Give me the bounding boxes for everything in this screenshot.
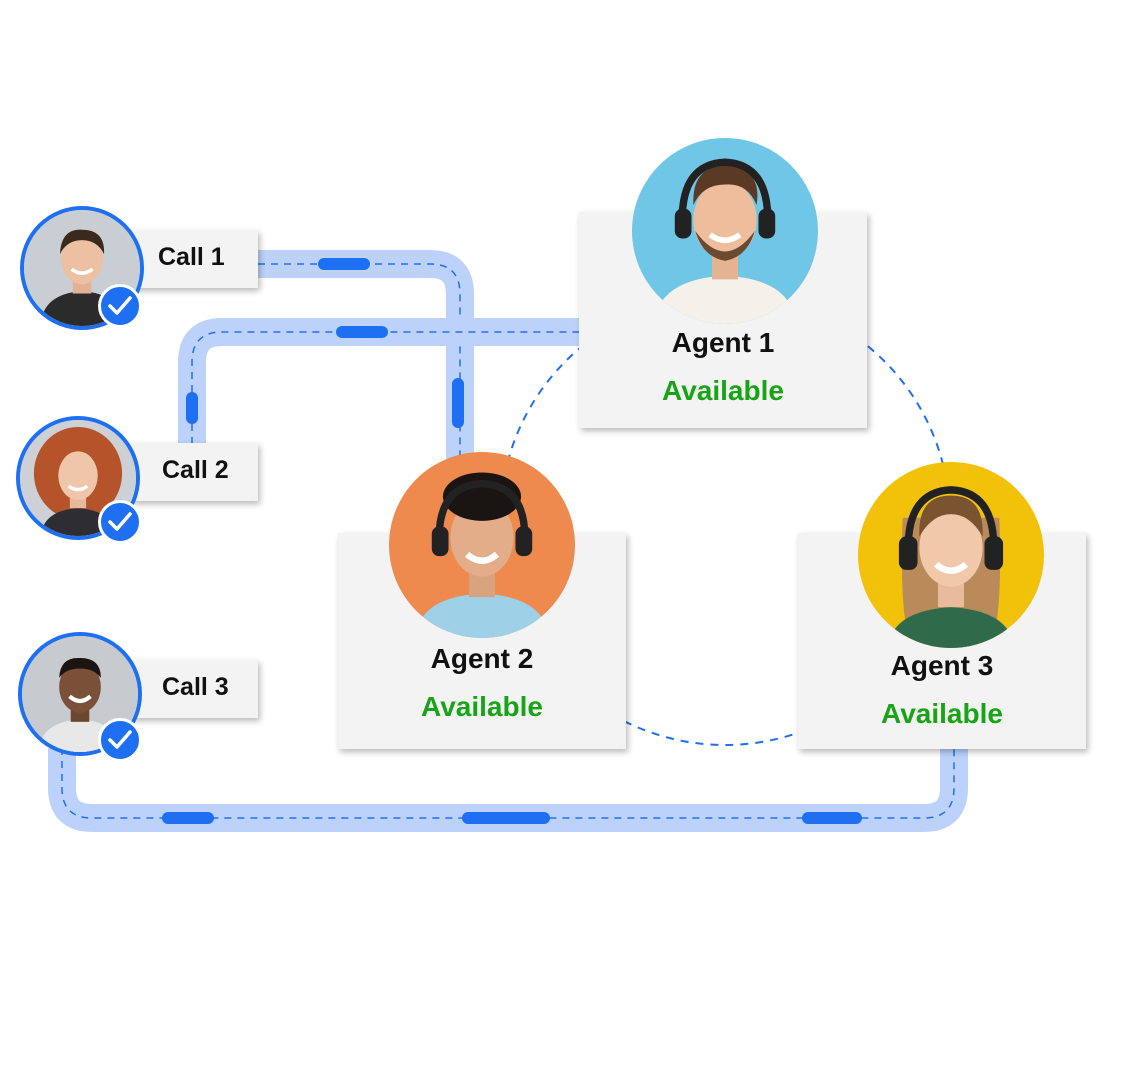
agent-avatar-2 <box>389 452 575 638</box>
agent-name: Agent 2 <box>430 643 534 674</box>
route-pulse <box>318 258 370 270</box>
call-label: Call 2 <box>162 456 229 484</box>
call-card: Call 1 <box>132 230 258 288</box>
route-call-3 <box>48 748 968 832</box>
check-icon <box>108 296 132 315</box>
check-badge <box>98 500 142 544</box>
call-label: Call 3 <box>162 673 229 701</box>
call-card: Call 3 <box>132 660 258 718</box>
check-badge <box>98 284 142 328</box>
check-badge <box>98 718 142 762</box>
agent-avatar-1 <box>632 138 818 324</box>
route-call-1 <box>258 250 474 460</box>
route-pulse <box>452 378 464 428</box>
agent-headset-icon <box>632 138 818 324</box>
agent-name: Agent 1 <box>671 327 775 358</box>
route-pulse <box>462 812 550 824</box>
caller-avatar <box>16 416 140 540</box>
agent-headset-icon <box>389 452 575 638</box>
call-label: Call 1 <box>158 243 225 271</box>
agent-name: Agent 3 <box>890 650 994 681</box>
agent-status: Available <box>421 691 543 722</box>
call-card: Call 2 <box>132 443 258 501</box>
agent-status: Available <box>881 698 1003 729</box>
route-pulse <box>802 812 862 824</box>
agent-avatar-3 <box>858 462 1044 648</box>
check-icon <box>108 730 132 749</box>
agent-status: Available <box>662 375 784 406</box>
route-call-2 <box>178 318 580 444</box>
check-icon <box>108 512 132 531</box>
route-pulse <box>336 326 388 338</box>
route-pulse <box>186 392 198 424</box>
person-icon <box>20 420 136 536</box>
agent-headset-icon <box>858 462 1044 648</box>
route-pulse <box>162 812 214 824</box>
